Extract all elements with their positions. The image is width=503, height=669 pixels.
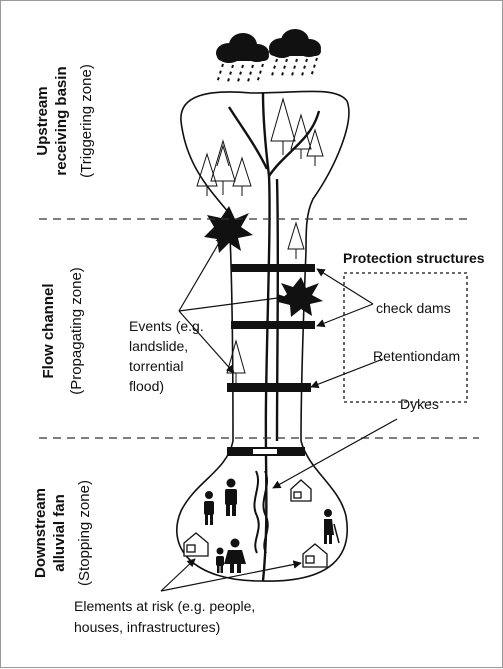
events-label-line1: Events (e.g. bbox=[129, 318, 204, 334]
zone-flow-subtitle: (Propagating zone) bbox=[68, 267, 85, 395]
house-icon-group bbox=[183, 479, 328, 568]
zone-flow-title: Flow channel bbox=[40, 283, 57, 378]
check-dams-label: check dams bbox=[376, 300, 451, 316]
protection-structures-box bbox=[343, 272, 468, 403]
events-label-line4: flood) bbox=[129, 378, 164, 394]
tree-icon-group bbox=[196, 97, 324, 383]
stream-lines bbox=[227, 92, 321, 582]
zone-upstream-title-2: receiving basin bbox=[53, 66, 70, 175]
zone-upstream-title-1: Upstream bbox=[34, 86, 51, 155]
annotation-arrows bbox=[160, 235, 398, 592]
dykes-label: Dykes bbox=[400, 396, 439, 412]
walking-cane bbox=[333, 523, 340, 544]
events-label-line3: torrential bbox=[129, 358, 183, 374]
protection-structures-heading: Protection structures bbox=[343, 250, 485, 266]
check-dam-bars bbox=[227, 264, 315, 456]
retention-dam-label: Retentiondam bbox=[373, 348, 460, 364]
zone-upstream-subtitle: (Triggering zone) bbox=[78, 64, 95, 178]
event-burst-icon bbox=[204, 206, 323, 317]
dyke-lines bbox=[253, 470, 269, 554]
zone-separators bbox=[39, 218, 479, 439]
zone-downstream-title-1: Downstream bbox=[32, 488, 49, 578]
elements-at-risk-line2: houses, infrastructures) bbox=[74, 619, 220, 635]
events-label-line2: landslide, bbox=[129, 338, 188, 354]
storm-cloud-icon bbox=[216, 29, 321, 86]
elements-at-risk-line1: Elements at risk (e.g. people, bbox=[74, 598, 255, 614]
zone-downstream-subtitle: (Stopping zone) bbox=[76, 480, 93, 586]
people-icon bbox=[204, 478, 334, 573]
zone-downstream-title-2: alluvial fan bbox=[51, 494, 68, 572]
